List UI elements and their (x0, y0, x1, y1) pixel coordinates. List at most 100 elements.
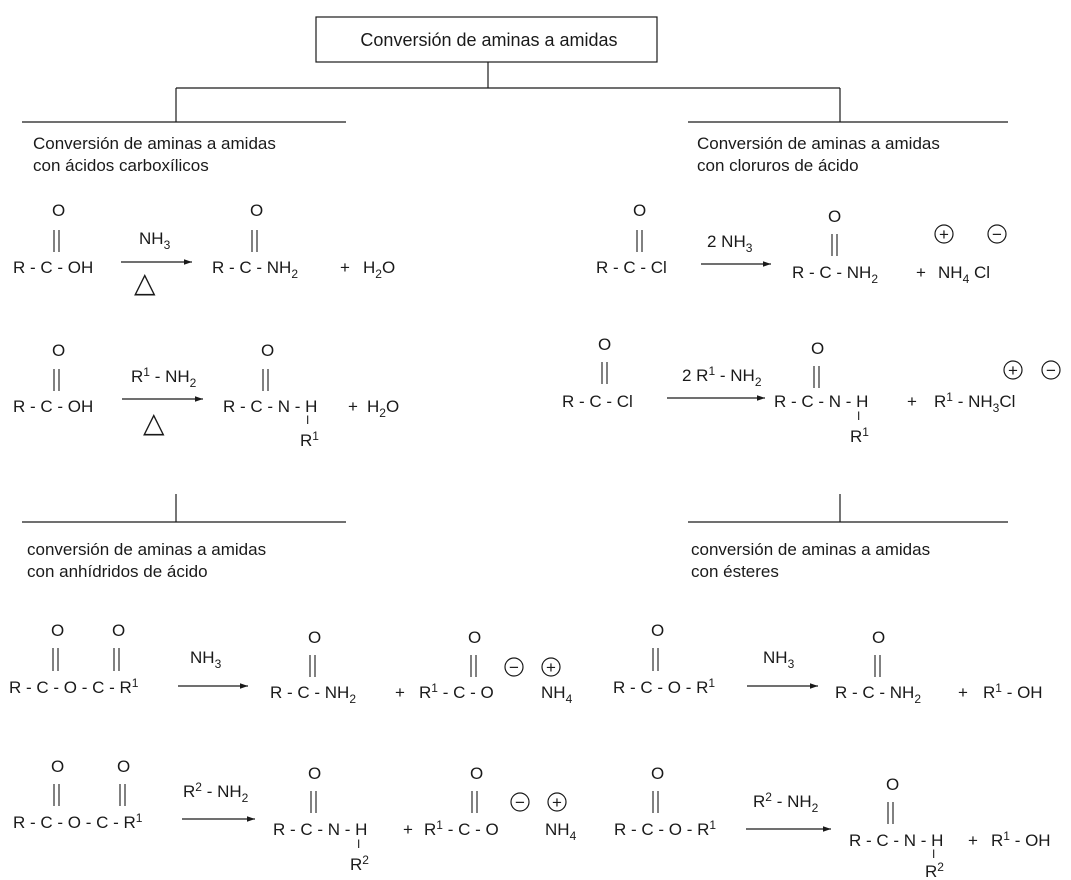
svg-text:O: O (51, 621, 64, 640)
svg-text:−: − (509, 658, 519, 677)
equation-acid-nh3: O R - C - OH NH3 △ O R - C - NH2 + H2O (13, 201, 395, 298)
svg-text:R2: R2 (350, 853, 369, 874)
svg-text:con ésteres: con ésteres (691, 562, 779, 581)
svg-text:+: + (395, 683, 405, 702)
svg-text:R1: R1 (300, 429, 319, 450)
svg-text:R - C - N - H: R - C - N - H (849, 831, 943, 850)
svg-text:NH4: NH4 (541, 683, 573, 706)
svg-text:R - C - N - H: R - C - N - H (774, 392, 868, 411)
svg-text:conversión de aminas a amidas: conversión de aminas a amidas (691, 540, 930, 559)
svg-text:R - C - Cl: R - C - Cl (562, 392, 633, 411)
svg-text:O: O (51, 757, 64, 776)
svg-text:con cloruros de ácido: con cloruros de ácido (697, 156, 859, 175)
svg-text:−: − (992, 225, 1002, 244)
svg-text:O: O (651, 621, 664, 640)
svg-text:R - C - Cl: R - C - Cl (596, 258, 667, 277)
svg-text:NH3: NH3 (763, 648, 795, 671)
svg-text:H2O: H2O (363, 258, 395, 281)
section-heading-acid-chloride: Conversión de aminas a amidas con clorur… (697, 134, 940, 175)
svg-text:R - C - NH2: R - C - NH2 (270, 683, 356, 706)
svg-text:△: △ (143, 407, 165, 438)
equation-chloride-nh3: O R - C - Cl 2 NH3 O R - C - NH2 + NH4 C… (596, 201, 1007, 286)
svg-text:R1 - NH3Cl: R1 - NH3Cl (934, 390, 1015, 415)
svg-text:+: + (1008, 361, 1018, 380)
equation-ester-nh3: O R - C - O - R1 NH3 O R - C - NH2 + R1 … (613, 621, 1043, 706)
svg-text:O: O (651, 764, 664, 783)
svg-text:R - C - OH: R - C - OH (13, 258, 93, 277)
svg-text:+: + (939, 225, 949, 244)
svg-text:O: O (308, 628, 321, 647)
svg-text:R2 - NH2: R2 - NH2 (183, 780, 249, 805)
svg-text:R - C - O - R1: R - C - O - R1 (613, 676, 715, 697)
svg-text:NH3: NH3 (190, 648, 222, 671)
svg-text:R - C - O - C - R1: R - C - O - C - R1 (9, 676, 139, 697)
svg-text:O: O (52, 201, 65, 220)
svg-text:O: O (308, 764, 321, 783)
svg-text:R1 - OH: R1 - OH (991, 829, 1051, 850)
equation-acid-primary-amine: O R - C - OH R1 - NH2 △ O R - C - N - H … (13, 341, 399, 450)
svg-text:R - C - NH2: R - C - NH2 (212, 258, 298, 281)
svg-text:R1 - NH2: R1 - NH2 (131, 365, 197, 390)
svg-text:O: O (872, 628, 885, 647)
svg-text:−: − (1046, 361, 1056, 380)
svg-text:+: + (916, 263, 926, 282)
svg-text:R2 - NH2: R2 - NH2 (753, 790, 819, 815)
equation-anhydride-secondary-amine: O O R - C - O - C - R1 R2 - NH2 O R - C … (13, 757, 577, 874)
svg-text:+: + (968, 831, 978, 850)
svg-text:+: + (403, 820, 413, 839)
svg-text:O: O (828, 207, 841, 226)
svg-text:+: + (552, 793, 562, 812)
svg-text:R - C - N - H: R - C - N - H (223, 397, 317, 416)
svg-text:O: O (112, 621, 125, 640)
svg-text:2 R1 - NH2: 2 R1 - NH2 (682, 364, 762, 389)
svg-text:I: I (932, 847, 935, 861)
svg-text:H2O: H2O (367, 397, 399, 420)
svg-text:O: O (117, 757, 130, 776)
svg-text:R - C - N - H: R - C - N - H (273, 820, 367, 839)
svg-text:△: △ (134, 267, 156, 298)
svg-text:+: + (546, 658, 556, 677)
svg-text:R - C - OH: R - C - OH (13, 397, 93, 416)
svg-text:R2: R2 (925, 860, 944, 880)
title-box (315, 16, 658, 63)
svg-text:I: I (306, 413, 309, 427)
svg-text:I: I (357, 837, 360, 851)
svg-text:R1 - OH: R1 - OH (983, 681, 1043, 702)
svg-text:R1: R1 (850, 425, 869, 446)
svg-text:O: O (811, 339, 824, 358)
svg-text:NH4: NH4 (545, 820, 577, 843)
svg-text:+: + (348, 397, 358, 416)
svg-text:R1 - C - O: R1 - C - O (424, 818, 499, 839)
svg-text:+: + (340, 258, 350, 277)
svg-text:R - C - NH2: R - C - NH2 (835, 683, 921, 706)
svg-text:R - C - O - C - R1: R - C - O - C - R1 (13, 811, 143, 832)
svg-text:2 NH3: 2 NH3 (707, 232, 753, 255)
svg-text:O: O (250, 201, 263, 220)
svg-text:Conversión de aminas a amidas: Conversión de aminas a amidas (33, 134, 276, 153)
svg-text:O: O (598, 335, 611, 354)
svg-text:+: + (907, 392, 917, 411)
svg-text:O: O (633, 201, 646, 220)
svg-text:+: + (958, 683, 968, 702)
equation-anhydride-nh3: O O R - C - O - C - R1 NH3 O R - C - NH2… (9, 621, 573, 706)
svg-text:con ácidos carboxílicos: con ácidos carboxílicos (33, 156, 209, 175)
svg-text:R - C - O - R1: R - C - O - R1 (614, 818, 716, 839)
svg-text:I: I (857, 409, 860, 423)
section-heading-ester: conversión de aminas a amidas con éstere… (691, 540, 930, 581)
svg-text:R1 - C - O: R1 - C - O (419, 681, 494, 702)
svg-text:Conversión de aminas a amidas: Conversión de aminas a amidas (697, 134, 940, 153)
svg-text:conversión de aminas a amidas: conversión de aminas a amidas (27, 540, 266, 559)
svg-text:NH3: NH3 (139, 229, 171, 252)
equation-chloride-primary-amine: O R - C - Cl 2 R1 - NH2 O R - C - N - H … (562, 335, 1061, 446)
svg-text:O: O (261, 341, 274, 360)
section-heading-anhydride: conversión de aminas a amidas con anhídr… (27, 540, 266, 581)
svg-text:O: O (468, 628, 481, 647)
svg-text:NH4 Cl: NH4 Cl (938, 263, 990, 286)
section-heading-carboxylic: Conversión de aminas a amidas con ácidos… (33, 134, 276, 175)
title: Conversión de aminas a amidas (360, 30, 617, 50)
svg-text:O: O (52, 341, 65, 360)
equation-ester-secondary-amine: O R - C - O - R1 R2 - NH2 O R - C - N - … (614, 764, 1051, 880)
svg-text:O: O (470, 764, 483, 783)
svg-text:con anhídridos de ácido: con anhídridos de ácido (27, 562, 208, 581)
